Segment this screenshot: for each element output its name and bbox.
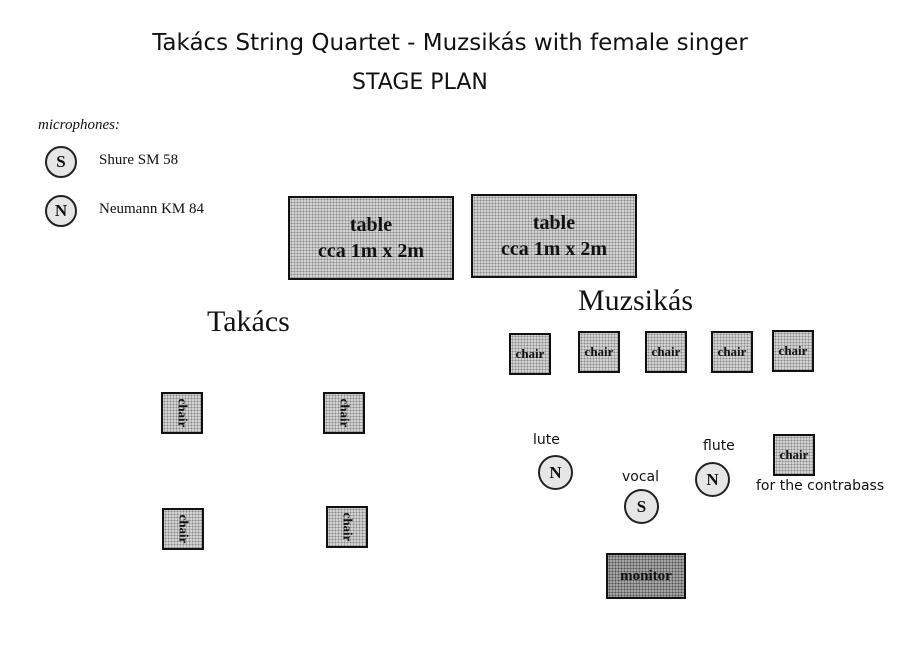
chair-muzsikas-4: chair	[711, 331, 753, 373]
table-right-size: cca 1m x 2m	[500, 238, 608, 260]
diagram-subtitle: STAGE PLAN	[352, 70, 488, 95]
chair-takacs-3: chair	[162, 508, 204, 550]
lute-label: lute	[533, 432, 560, 448]
neumann-mic-icon: N	[45, 195, 77, 227]
group-label-muzsikas: Muzsikás	[578, 284, 693, 317]
chair-label: chair	[651, 344, 681, 359]
table-right: table cca 1m x 2m	[471, 194, 637, 278]
flute-mic-icon: N	[695, 462, 730, 497]
chair-label: chair	[336, 398, 352, 428]
chair-label: chair	[515, 346, 545, 361]
chair-muzsikas-5: chair	[772, 330, 814, 372]
chair-label: chair	[339, 512, 355, 542]
legend-title: microphones:	[38, 117, 120, 133]
vocal-label: vocal	[622, 469, 660, 485]
lute-mic-icon: N	[538, 455, 573, 490]
table-left: table cca 1m x 2m	[288, 196, 454, 280]
table-right-label: table	[532, 212, 576, 234]
vocal-mic-icon: S	[624, 489, 659, 524]
contrabass-note: for the contrabass	[756, 478, 885, 494]
chair-label: chair	[717, 344, 747, 359]
legend-label-shure: Shure SM 58	[99, 152, 179, 168]
chair-label: chair	[175, 514, 191, 544]
chair-label: chair	[584, 344, 614, 359]
diagram-title: Takács String Quartet - Muzsikás with fe…	[152, 30, 748, 56]
chair-takacs-4: chair	[326, 506, 368, 548]
chair-label: chair	[779, 447, 809, 462]
monitor: monitor	[606, 553, 686, 599]
chair-muzsikas-1: chair	[509, 333, 551, 375]
monitor-label: monitor	[620, 567, 672, 584]
chair-label: chair	[174, 398, 190, 428]
chair-muzsikas-2: chair	[578, 331, 620, 373]
legend-label-neumann: Neumann KM 84	[99, 201, 204, 217]
chair-takacs-1: chair	[161, 392, 203, 434]
group-label-takacs: Takács	[207, 305, 290, 338]
flute-label: flute	[703, 438, 735, 454]
table-left-label: table	[349, 214, 393, 236]
chair-contrabass: chair	[773, 434, 815, 476]
chair-takacs-2: chair	[323, 392, 365, 434]
table-left-size: cca 1m x 2m	[317, 240, 425, 262]
chair-label: chair	[778, 343, 808, 358]
chair-muzsikas-3: chair	[645, 331, 687, 373]
shure-mic-icon: S	[45, 146, 77, 178]
